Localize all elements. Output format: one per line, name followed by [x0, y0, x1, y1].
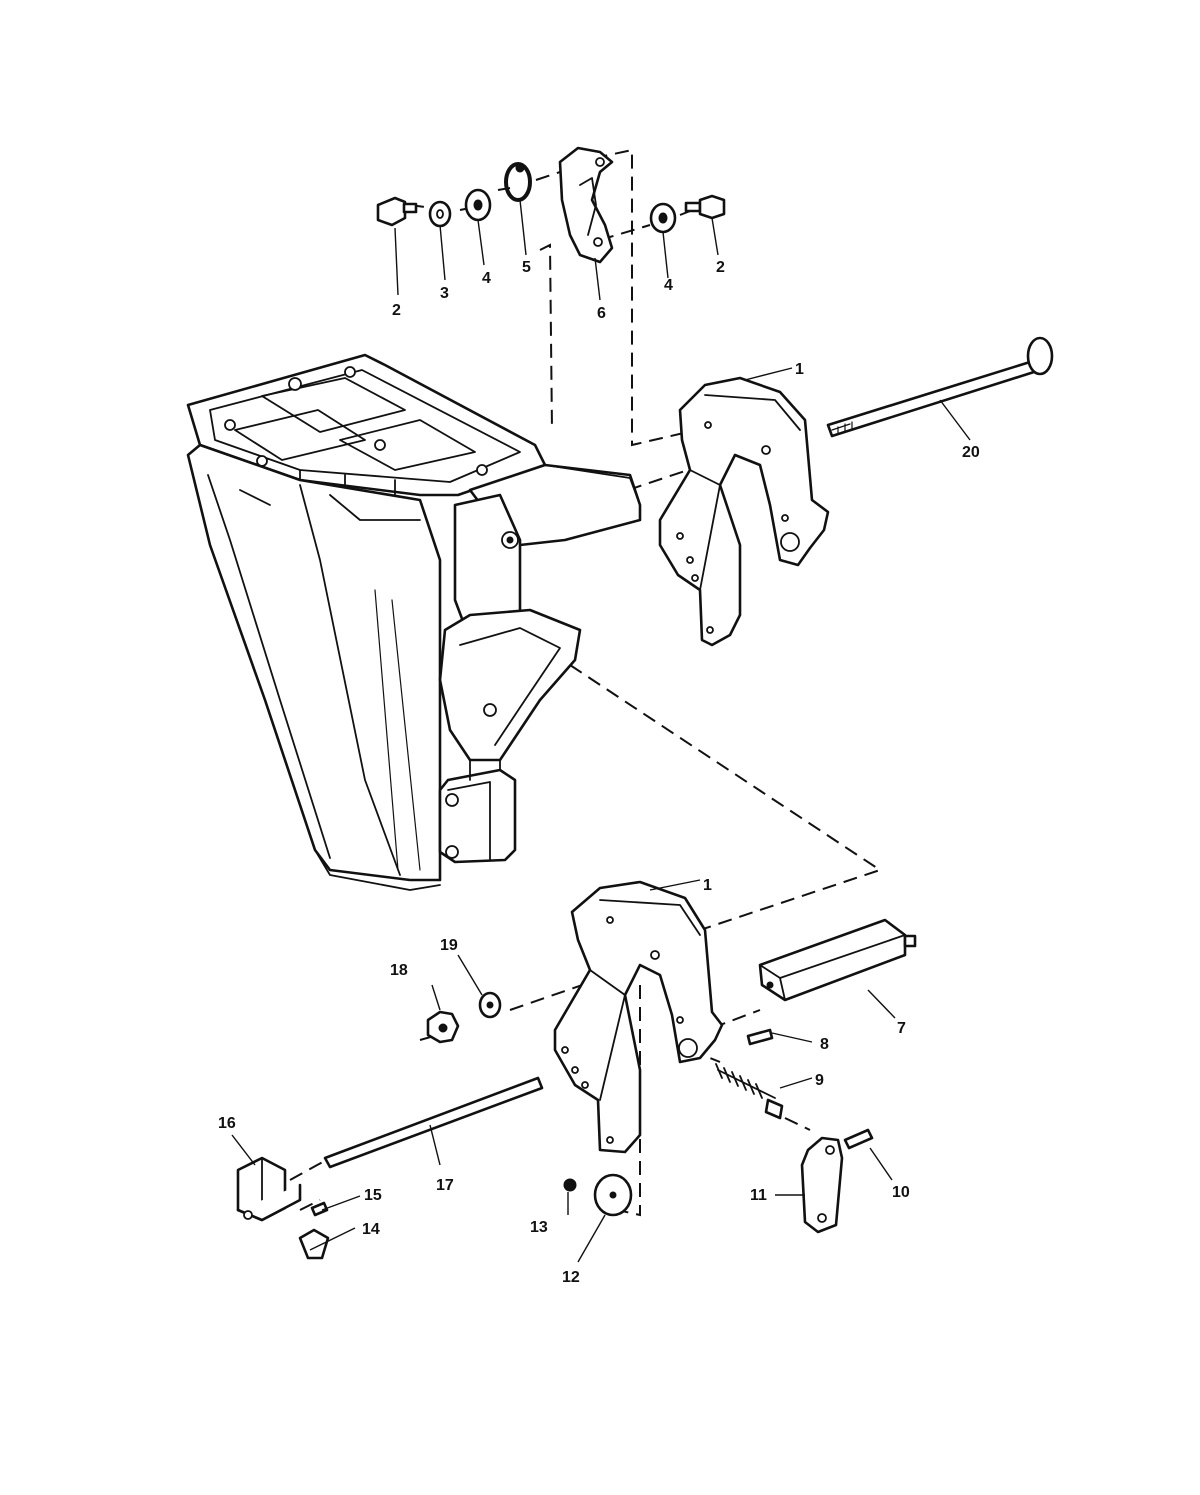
callout-12: 12: [562, 1269, 580, 1286]
swivel-bracket: [438, 463, 642, 864]
drive-shaft-housing: [186, 353, 547, 891]
callout-13: 13: [530, 1219, 548, 1236]
callout-18: 18: [390, 962, 408, 979]
clip-14: [298, 1228, 330, 1260]
callout-4-left: 4: [482, 270, 491, 287]
tilt-pin-7: [758, 918, 917, 1002]
callout-5: 5: [522, 259, 531, 276]
pin-8: [746, 1028, 774, 1046]
callout-labels: 1 1 2 2 3 4 4 5 6 7 8 9 10 11 12 13 14 1…: [218, 259, 980, 1286]
clamp-bracket-upper: [658, 376, 830, 647]
pin-10: [843, 1128, 874, 1150]
cap-12: [593, 1173, 633, 1217]
callout-15: 15: [364, 1187, 382, 1204]
tilt-tube-20: [826, 336, 1054, 438]
washer-4-left: [464, 188, 492, 222]
callout-14: 14: [362, 1221, 380, 1238]
callout-3: 3: [440, 285, 449, 302]
callout-9: 9: [815, 1072, 824, 1089]
clip-16: [236, 1156, 302, 1222]
washer-3: [428, 200, 452, 228]
callout-11: 11: [750, 1187, 767, 1204]
callout-17: 17: [436, 1177, 454, 1194]
nut-18: [426, 1010, 460, 1044]
callout-10: 10: [892, 1184, 910, 1201]
screw-2-right: [684, 194, 726, 220]
washer-19: [478, 991, 502, 1019]
callout-2-right: 2: [716, 259, 725, 276]
pin-15: [310, 1201, 329, 1217]
screw-13: [563, 1178, 577, 1192]
callout-6: 6: [597, 305, 606, 322]
callout-1-upper: 1: [795, 361, 804, 378]
callout-1-lower: 1: [703, 877, 712, 894]
handle-11: [800, 1136, 844, 1234]
callout-7: 7: [897, 1020, 906, 1037]
washer-4-right: [649, 202, 677, 234]
spring-9: [715, 1063, 784, 1120]
callout-16: 16: [218, 1115, 236, 1132]
callout-2-left: 2: [392, 302, 401, 319]
callout-8: 8: [820, 1036, 829, 1053]
thrust-rod-17: [323, 1076, 544, 1169]
spring-5: [504, 162, 532, 202]
callout-20: 20: [962, 444, 980, 461]
screw-2-left: [376, 196, 418, 227]
clamp-bracket-lower: [553, 880, 724, 1154]
leader-lines: [231, 199, 971, 1263]
callout-4-right: 4: [664, 277, 673, 294]
lever-6: [558, 146, 614, 264]
callout-19: 19: [440, 937, 458, 954]
